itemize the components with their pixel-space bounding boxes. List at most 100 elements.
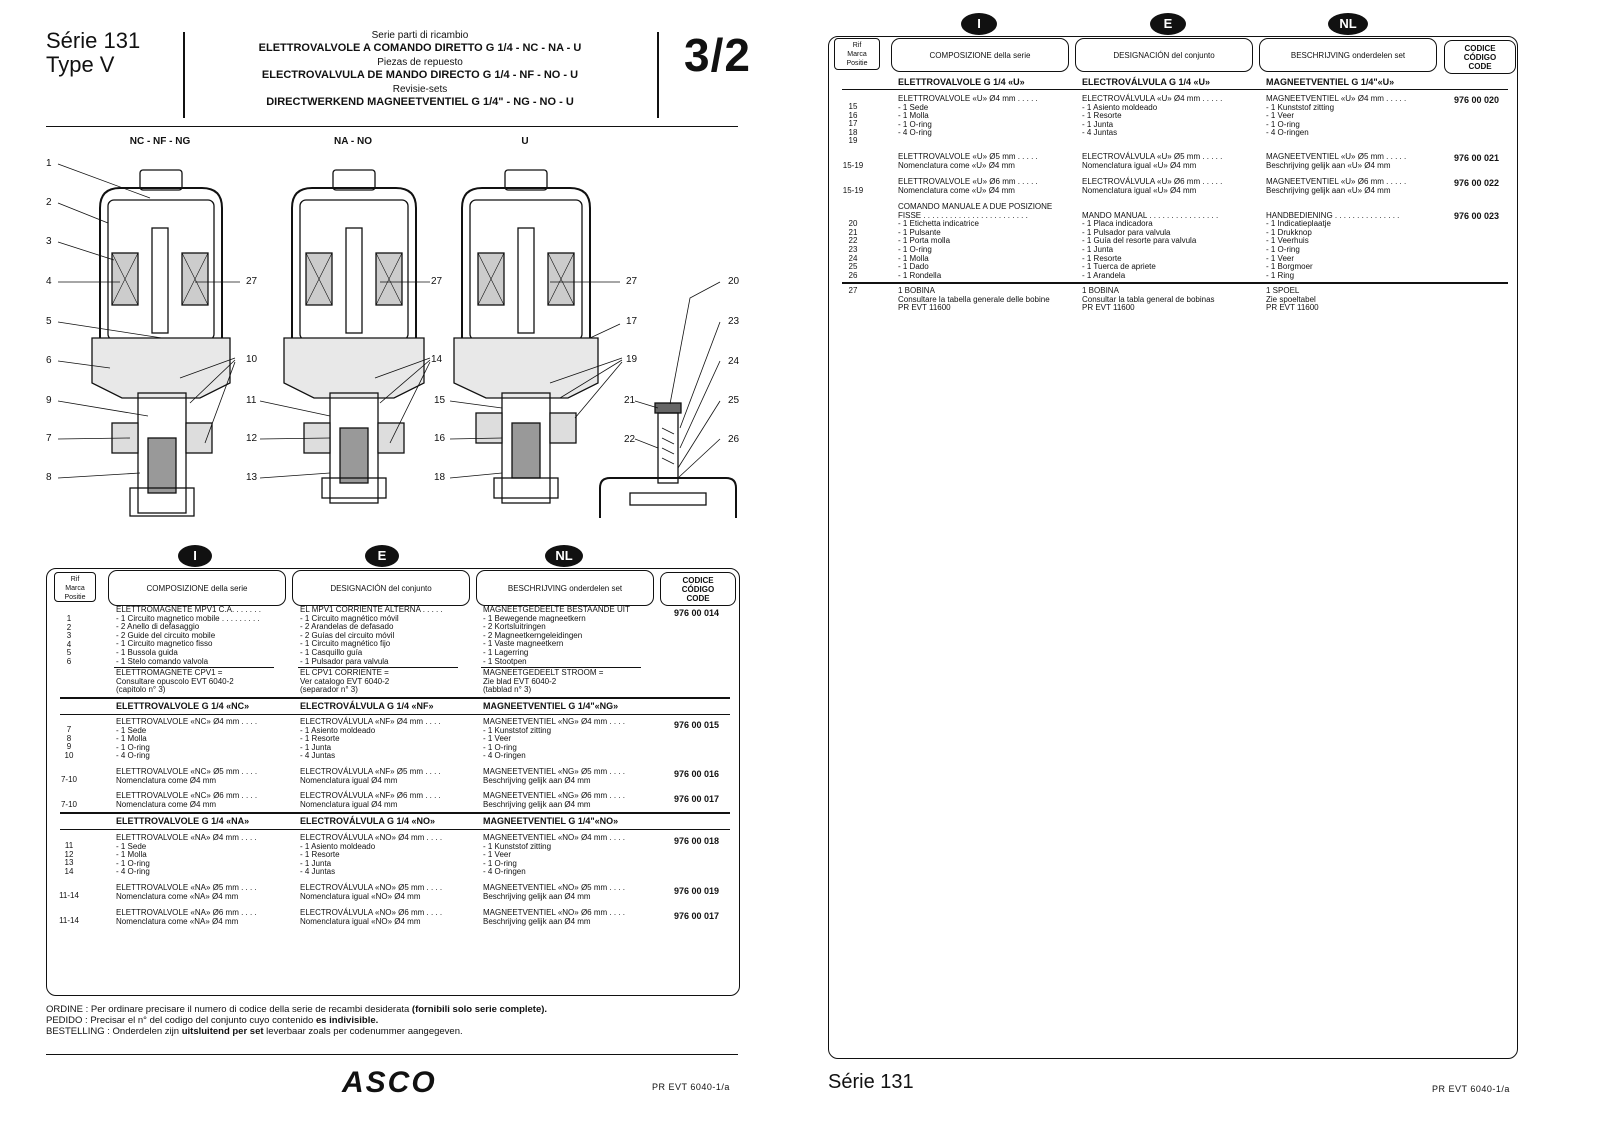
header-divider (657, 32, 659, 118)
section-rule (60, 714, 730, 715)
order-note-text: PEDIDO : Precisar el n° del codigo del c… (46, 1015, 316, 1026)
callout: 14 (431, 354, 443, 365)
callout: 25 (728, 395, 740, 406)
section-rule (842, 282, 1508, 284)
part-code: 976 00 017 (674, 911, 720, 921)
series-title: Série 131 (46, 28, 141, 53)
item-spanish: ELECTROVÁLVULA «NF» Ø5 mm . . . . Nomenc… (300, 767, 441, 785)
rif-header: Rif Marca Positie (834, 38, 880, 70)
document-reference: PR EVT 6040-1/a (1432, 1084, 1510, 1094)
order-note: ORDINE : Per ordinare precisare il numer… (46, 1004, 746, 1037)
callout: 16 (434, 433, 446, 444)
item-spanish: EL CPV1 CORRIENTE = Ver catalogo EVT 604… (300, 668, 390, 695)
column-header-code: CODICE CÓDIGO CODE (660, 572, 736, 606)
valve-label-u: U (521, 136, 529, 147)
callout: 20 (728, 276, 740, 287)
asco-logo: ASCO (342, 1066, 437, 1099)
rif-label: Marca (847, 51, 867, 58)
rif-label: Marca (65, 585, 85, 592)
position-numbers: 11-14 (59, 915, 79, 925)
item-dutch: MAGNEETVENTIEL «U» Ø5 mm . . . . . Besch… (1266, 152, 1407, 170)
part-code: 976 00 016 (674, 769, 720, 779)
type-title: Type V (46, 52, 115, 77)
valve-u-drawing (453, 169, 599, 504)
order-note-text: leverbaar zoals per codenummer aangegeve… (263, 1026, 463, 1037)
position-numbers: 15 16 17 18 19 (848, 102, 858, 146)
callout: 23 (728, 316, 740, 327)
manual-override-drawing (599, 402, 737, 518)
order-note-bold: uitsluitend per set (181, 1026, 264, 1037)
callout: 22 (624, 434, 636, 445)
part-code: 976 00 023 (1454, 211, 1500, 221)
code-label: CÓDIGO (681, 585, 715, 594)
valve-nc-drawing (91, 169, 231, 517)
column-header-dutch: BESCHRIJVING onderdelen set (1259, 38, 1437, 72)
lang-badge-italian: I (961, 13, 997, 35)
column-header-spanish: DESIGNACIÓN del conjunto (1075, 38, 1253, 72)
header-divider (183, 32, 185, 118)
section-title-spanish: ELECTROVÁLVULA G 1/4 «NO» (300, 816, 436, 826)
position-numbers: 27 (848, 286, 858, 295)
callout: 4 (46, 276, 52, 287)
item-italian: ELETTROVALVOLE «NC» Ø5 mm . . . . Nomenc… (116, 767, 258, 785)
position-numbers: 7-10 (60, 799, 77, 809)
callout: 9 (46, 395, 52, 406)
item-italian: ELETTROMAGNETE CPV1 = Consultare opuscol… (116, 668, 234, 695)
item-spanish: ELECTROVÁLVULA «NO» Ø4 mm . . . . - 1 As… (300, 833, 443, 877)
callout: 8 (46, 472, 52, 483)
section-title-spanish: ELECTROVÁLVULA G 1/4 «U» (1082, 77, 1211, 87)
header-block: Serie parti di ricambio ELETTROVALVOLE A… (190, 30, 650, 108)
item-spanish: ELECTROVÁLVULA «NF» Ø6 mm . . . . Nomenc… (300, 791, 441, 809)
item-italian: ELETTROVALVOLE «NC» Ø6 mm . . . . Nomenc… (116, 791, 258, 809)
item-spanish: ELECTROVÁLVULA «NO» Ø5 mm . . . . Nomenc… (300, 883, 443, 901)
section-title-italian: ELETTROVALVOLE G 1/4 «NC» (116, 701, 250, 711)
row-rule (114, 667, 274, 668)
parts-table-panel (828, 36, 1518, 1059)
code-label: CODICE (682, 576, 714, 585)
item-italian: ELETTROVALVOLE «NA» Ø4 mm . . . . - 1 Se… (116, 833, 257, 877)
header-line: Piezas de repuesto (377, 57, 463, 68)
item-italian: ELETTROVALVOLE «U» Ø4 mm . . . . . - 1 S… (898, 94, 1038, 138)
rif-header: Rif Marca Positie (54, 572, 96, 602)
item-dutch: MAGNEETVENTIEL «NO» Ø6 mm . . . . Beschr… (483, 908, 625, 926)
column-header-spanish: DESIGNACIÓN del conjunto (292, 570, 470, 606)
section-title-spanish: ELECTROVÁLVULA G 1/4 «NF» (300, 701, 434, 711)
item-italian: ELETTROVALVOLE «NA» Ø6 mm . . . . Nomenc… (116, 908, 257, 926)
valve-diagrams (57, 163, 737, 518)
callout: 12 (246, 433, 258, 444)
part-code: 976 00 017 (674, 794, 720, 804)
lang-badge-italian: I (178, 545, 212, 567)
item-dutch: MAGNEETVENTIEL «U» Ø4 mm . . . . . - 1 K… (1266, 94, 1407, 138)
column-header-code: CODICE CÓDIGO CODE (1444, 40, 1516, 74)
callout: 5 (46, 316, 52, 327)
item-spanish: ELECTROVÁLVULA «U» Ø6 mm . . . . . Nomen… (1082, 177, 1223, 195)
callout: 27 (246, 276, 258, 287)
row-rule (298, 667, 458, 668)
item-dutch: MAGNEETVENTIEL «NO» Ø4 mm . . . . - 1 Ku… (483, 833, 625, 877)
part-code: 976 00 014 (674, 608, 720, 618)
item-spanish: ELECTROVÁLVULA «U» Ø4 mm . . . . . - 1 A… (1082, 94, 1223, 138)
callout: 27 (431, 276, 443, 287)
item-dutch: HANDBEDIENING . . . . . . . . . . . . . … (1266, 210, 1400, 280)
callout: 19 (626, 354, 638, 365)
order-note-bold: (fornibili solo serie complete). (411, 1004, 548, 1015)
position-numbers: 15-19 (842, 160, 864, 170)
rif-label: Rif (852, 42, 862, 49)
callout: 18 (434, 472, 446, 483)
document-reference: PR EVT 6040-1/a (652, 1082, 730, 1092)
header-line: ELECTROVALVULA DE MANDO DIRECTO G 1/4 - … (261, 69, 579, 81)
header-line: Serie parti di ricambio (371, 30, 469, 41)
item-italian: ELETTROVALVOLE «NA» Ø5 mm . . . . Nomenc… (116, 883, 257, 901)
callout: 24 (728, 356, 740, 367)
part-code: 976 00 018 (674, 836, 720, 846)
callout: 7 (46, 433, 52, 444)
callout: 1 (46, 158, 52, 169)
item-spanish: EL MPV1 CORRIENTE ALTERNA . . . . . - 1 … (300, 605, 443, 666)
part-code: 976 00 019 (674, 886, 720, 896)
code-label: CODE (1468, 62, 1492, 71)
position-numbers: 11-14 (59, 890, 79, 900)
position-numbers: 7-10 (60, 774, 77, 784)
leader-lines (57, 163, 721, 479)
lang-badge-spanish: E (365, 545, 399, 567)
item-dutch: MAGNEETVENTIEL «U» Ø6 mm . . . . . Besch… (1266, 177, 1407, 195)
